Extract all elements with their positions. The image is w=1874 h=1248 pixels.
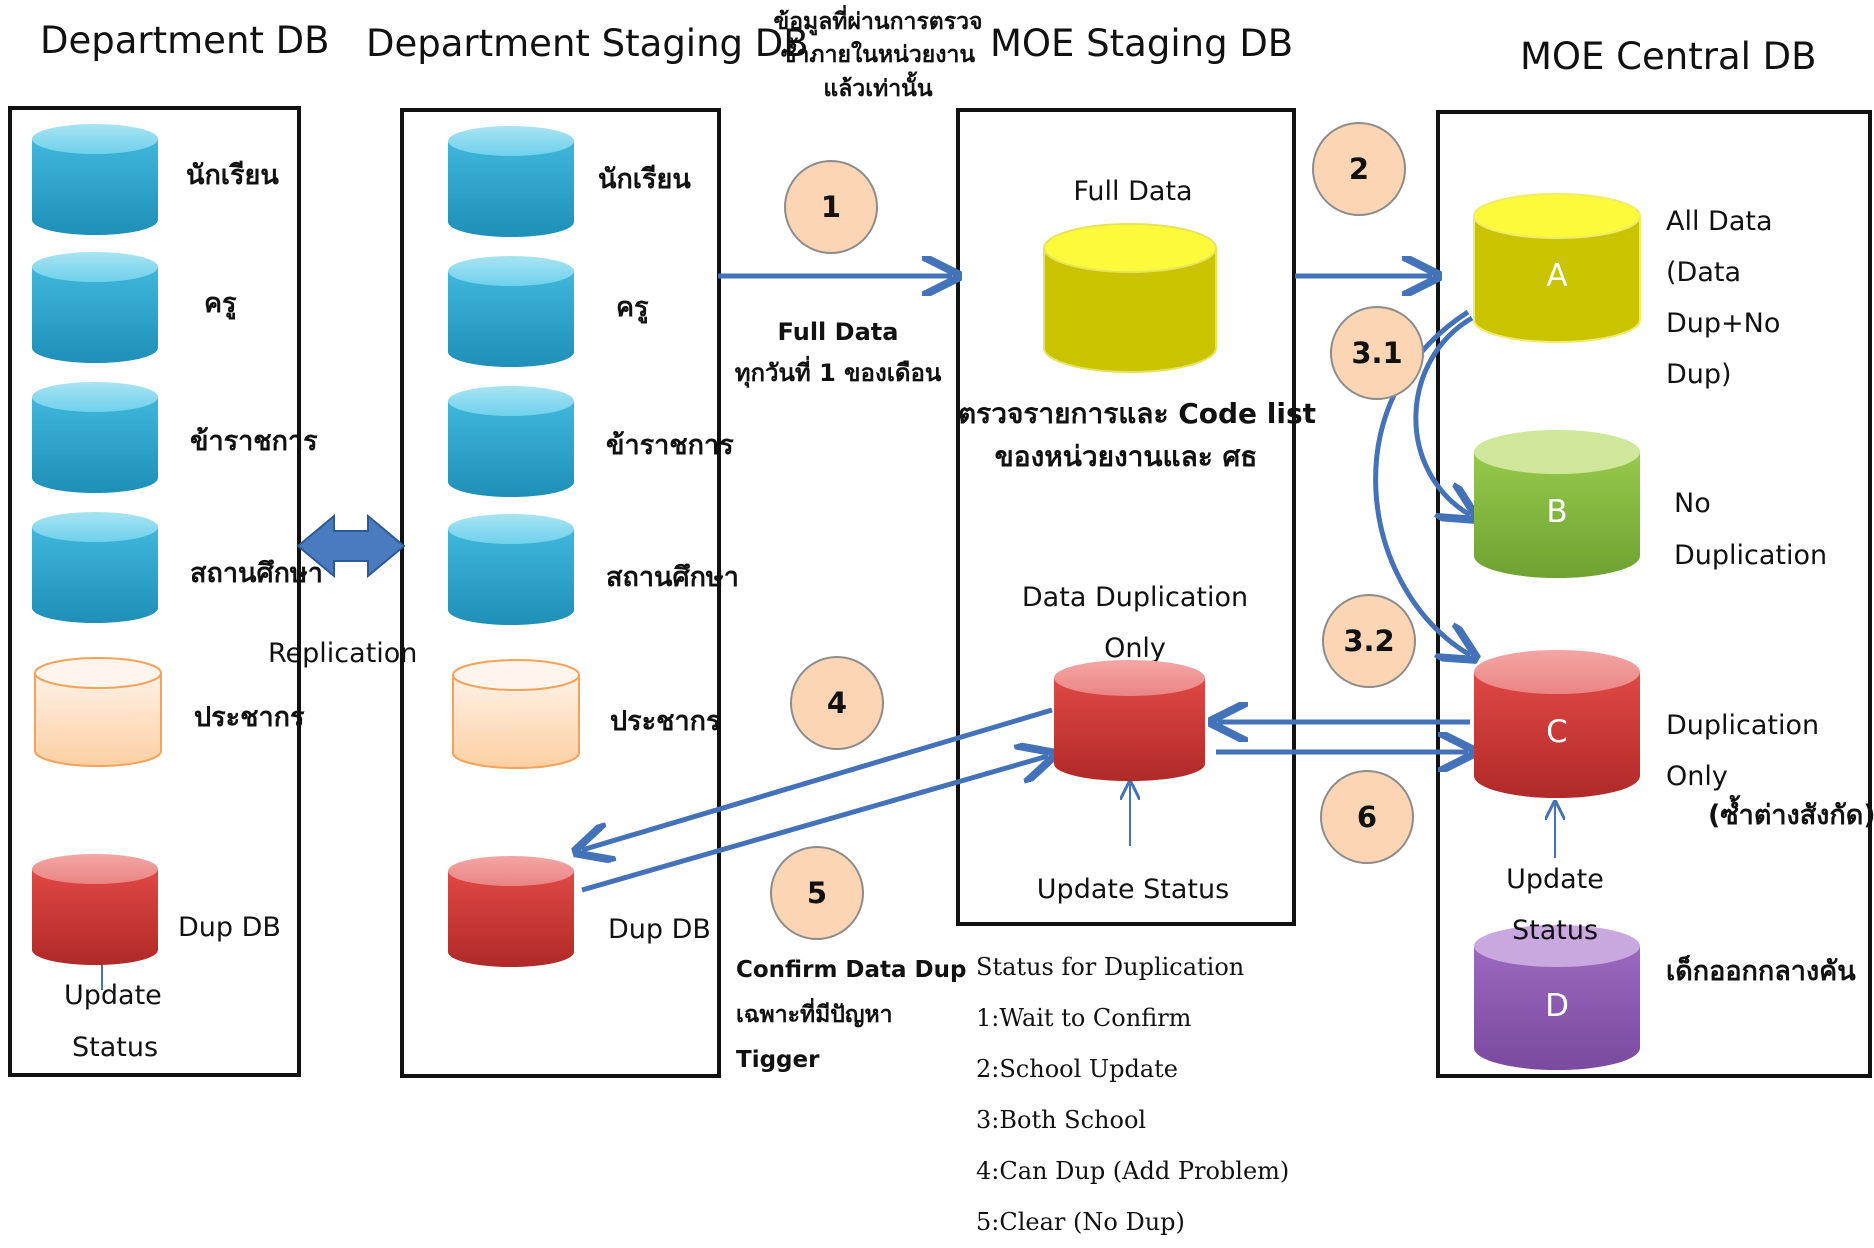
dept-dup-db-label: Dup DB — [178, 912, 281, 943]
flow-number-3-1: 3.1 — [1330, 306, 1424, 400]
header-moe-staging-db: MOE Staging DB — [990, 22, 1294, 65]
flow-1-line: ทุกวันที่ 1 ของเดือน — [734, 358, 942, 387]
flow-number-2: 2 — [1312, 122, 1406, 216]
cylinder-school-dept — [30, 510, 160, 625]
check-line: ตรวจรายการและ Code list — [958, 397, 1317, 430]
flow-5-line: เฉพาะที่มีปัญหา — [736, 1001, 893, 1028]
flow-number-4: 4 — [790, 656, 884, 750]
flow-5-line: Tigger — [736, 1046, 820, 1073]
central-update-line: Status — [1511, 915, 1599, 946]
central-c-line: Duplication — [1666, 710, 1820, 741]
dept-item-label: ประชากร — [194, 702, 305, 733]
central-b-line: Duplication — [1674, 540, 1828, 571]
department-staging-box — [400, 108, 721, 1078]
central-d-label: เด็กออกกลางคัน — [1666, 956, 1856, 987]
top-note: ข้อมูลที่ผ่านการตรวจ ซ้ำภายในหน่วยงาน แล… — [738, 6, 1018, 106]
arrow-flow-5 — [581, 756, 1048, 893]
staging-item-label: สถานศึกษา — [606, 562, 739, 593]
top-note-line: ซ้ำภายในหน่วยงาน — [780, 42, 976, 69]
header-moe-central-db: MOE Central DB — [1520, 35, 1817, 78]
cylinder-civil-servant-dept — [30, 380, 160, 495]
status-legend-item: 4:Can Dup (Add Problem) — [976, 1157, 1290, 1185]
arrow-flow-4 — [582, 707, 1053, 850]
cylinder-dup-db-dept — [30, 852, 160, 967]
top-note-line: แล้วเท่านั้น — [823, 75, 933, 102]
central-a-label: All Data (Data Dup+No Dup) — [1666, 196, 1780, 400]
flow-1-label: Full Data ทุกวันที่ 1 ของเดือน — [728, 312, 948, 394]
dup-line: Data Duplication — [1021, 582, 1249, 613]
dept-item-label: ครู — [204, 288, 237, 319]
cylinder-c-letter: C — [1546, 714, 1568, 750]
central-update-line: Update — [1506, 864, 1604, 895]
arrow-flow-3-1 — [1413, 315, 1472, 515]
moe-staging-check-text: ตรวจรายการและ Code list ของหน่วยงานและ ศ… — [958, 392, 1317, 479]
moe-staging-box — [956, 108, 1296, 926]
dept-item-label: ข้าราชการ — [190, 426, 318, 457]
status-legend-item: 5:Clear (No Dup) — [976, 1208, 1185, 1236]
moe-staging-dup-label: Data Duplication Only — [990, 572, 1280, 675]
check-line: ของหน่วยงานและ ศธ — [994, 440, 1258, 474]
cylinder-d-dropouts: D — [1470, 922, 1644, 1072]
cylinder-a-all-data: A — [1470, 190, 1644, 345]
central-c-label: Duplication Only — [1666, 700, 1819, 802]
central-a-line: All Data — [1666, 206, 1773, 237]
cylinder-population-staging — [450, 658, 582, 770]
cylinder-c-duplication-only: C — [1470, 646, 1644, 801]
moe-staging-update-status: Update Status — [1036, 874, 1230, 905]
staging-item-label: ครู — [616, 292, 649, 323]
top-note-line: ข้อมูลที่ผ่านการตรวจ — [773, 9, 983, 35]
status-legend-title: Status for Duplication — [976, 953, 1245, 981]
dept-item-label: นักเรียน — [186, 160, 279, 191]
cylinder-b-letter: B — [1546, 494, 1568, 530]
status-legend: Status for Duplication 1:Wait to Confirm… — [976, 942, 1289, 1248]
flow-number-1: 1 — [784, 160, 878, 254]
header-department-staging-db: Department Staging DB — [366, 22, 809, 65]
cylinder-teacher-staging — [446, 254, 576, 369]
central-b-line: No — [1674, 488, 1711, 519]
central-b-label: No Duplication — [1674, 478, 1827, 582]
replication-label: Replication — [268, 638, 418, 669]
central-c-subtitle: (ซ้ำต่างสังกัด) — [1708, 800, 1874, 831]
cylinder-full-data — [1040, 220, 1220, 375]
cylinder-population-dept — [32, 656, 164, 768]
staging-item-label: นักเรียน — [598, 164, 691, 195]
cylinder-dup-db-staging — [446, 854, 576, 969]
flow-5-line: Confirm Data Dup — [736, 957, 967, 983]
dept-update-status-label: Update — [64, 980, 162, 1011]
dept-update-status-label: Status — [72, 1032, 159, 1063]
moe-staging-full-data-label: Full Data — [1073, 176, 1193, 207]
flow-number-5: 5 — [770, 846, 864, 940]
cylinder-teacher-dept — [30, 250, 160, 365]
flow-number-3-2: 3.2 — [1322, 594, 1416, 688]
staging-item-label: ประชากร — [610, 706, 721, 737]
department-db-box — [8, 106, 301, 1077]
cylinder-a-letter: A — [1546, 258, 1568, 294]
flow-number-6: 6 — [1320, 770, 1414, 864]
moe-central-box — [1436, 110, 1872, 1078]
dept-item-label: สถานศึกษา — [190, 558, 323, 589]
flow-1-line: Full Data — [777, 318, 899, 346]
central-c-line: Only — [1666, 761, 1728, 792]
status-legend-item: 1:Wait to Confirm — [976, 1004, 1192, 1032]
dup-line: Only — [1104, 633, 1166, 665]
cylinder-data-duplication-only — [1052, 658, 1207, 783]
status-legend-item: 2:School Update — [976, 1055, 1179, 1083]
cylinder-civil-servant-staging — [446, 384, 576, 499]
status-legend-item: 3:Both School — [976, 1106, 1147, 1134]
central-update-status: Update Status — [1480, 854, 1630, 956]
central-a-line: Dup) — [1666, 359, 1732, 390]
cylinder-d-letter: D — [1545, 988, 1569, 1024]
replication-double-arrow — [296, 513, 406, 579]
central-a-line: (Data — [1666, 257, 1742, 288]
staging-item-label: ข้าราชการ — [606, 430, 734, 461]
cylinder-student-staging — [446, 124, 576, 239]
cylinder-b-no-duplication: B — [1470, 426, 1644, 581]
central-a-line: Dup+No — [1666, 308, 1781, 339]
staging-dup-db-label: Dup DB — [608, 914, 711, 945]
flow-5-label: Confirm Data Dup เฉพาะที่มีปัญหา Tigger — [736, 948, 966, 1083]
header-department-db: Department DB — [40, 19, 330, 62]
cylinder-school-staging — [446, 512, 576, 627]
cylinder-student-dept — [30, 122, 160, 237]
